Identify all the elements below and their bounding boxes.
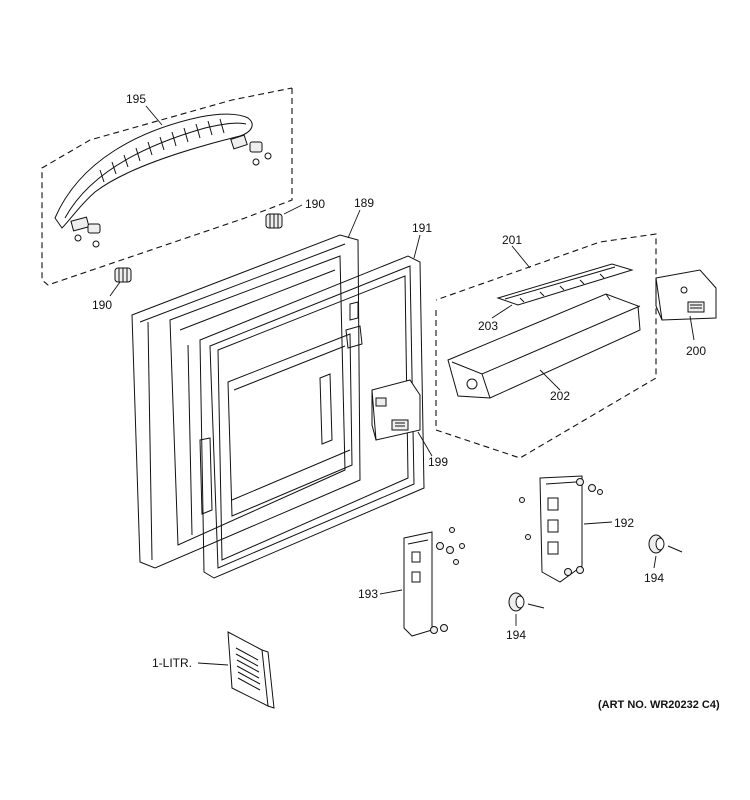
gasket-part bbox=[199, 255, 425, 579]
label-literature: 1-LITR. bbox=[152, 656, 192, 670]
handle-assembly bbox=[41, 87, 293, 286]
door-bin-part bbox=[447, 293, 641, 399]
hinge-bracket-right-part bbox=[519, 475, 603, 583]
label-gasket: 191 bbox=[412, 221, 432, 235]
label-bushing-right: 194 bbox=[644, 571, 664, 585]
bin-end-cap-left-part bbox=[371, 379, 421, 441]
label-door: 189 bbox=[354, 196, 374, 210]
label-door-bin: 202 bbox=[550, 389, 570, 403]
label-hinge-bracket-left: 193 bbox=[358, 587, 378, 601]
label-hinge-bracket-right: 192 bbox=[614, 516, 634, 530]
label-handle-cap-bottom: 190 bbox=[92, 298, 112, 312]
literature-part bbox=[227, 631, 275, 709]
handle-grip-ribs bbox=[99, 118, 225, 183]
label-handle-cap-top: 190 bbox=[305, 197, 325, 211]
label-bin-divider: 203 bbox=[478, 319, 498, 333]
bin-group-boundary bbox=[435, 233, 657, 459]
label-bushing-left: 194 bbox=[506, 628, 526, 642]
bin-end-cap-right-part bbox=[655, 269, 717, 321]
handle-cap-bottom bbox=[114, 267, 132, 283]
label-bin-end-cap-right: 200 bbox=[686, 344, 706, 358]
label-bin-end-cap-left: 199 bbox=[428, 455, 448, 469]
label-bin-cover: 201 bbox=[502, 233, 522, 247]
part-labels: 195 190 190 189 191 201 203 202 200 199 … bbox=[92, 92, 720, 711]
handle-cap-top bbox=[265, 213, 283, 229]
door-part bbox=[131, 234, 361, 569]
leader-lines bbox=[109, 105, 695, 666]
hinge-bracket-left-part bbox=[403, 527, 465, 637]
art-number: (ART NO. WR20232 C4) bbox=[598, 699, 720, 711]
label-handle: 195 bbox=[126, 92, 146, 106]
bin-cover-part bbox=[496, 263, 634, 306]
door-bin-assembly bbox=[435, 233, 657, 459]
bushing-left-part bbox=[508, 592, 545, 612]
handle-group-boundary bbox=[41, 87, 293, 286]
handle-part bbox=[54, 113, 272, 248]
bushing-right-part bbox=[648, 534, 683, 554]
